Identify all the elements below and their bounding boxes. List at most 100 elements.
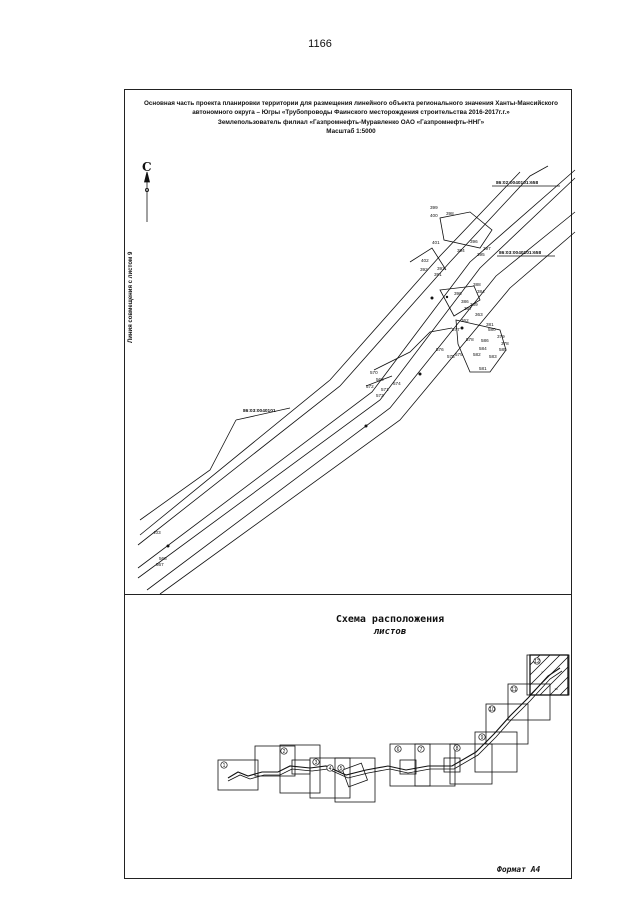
north-arrow-head-icon (143, 171, 151, 183)
point-label: 394 (457, 248, 465, 253)
header-line-1: Основная часть проекта планировки террит… (143, 100, 559, 107)
sheet-frame-7 (414, 743, 456, 787)
point-label: 403 (153, 530, 161, 535)
sheet-frame-3 (279, 744, 321, 794)
cadastral-label-3: 86:03:0040101 (243, 408, 276, 414)
sheet-number-13: 13 (554, 687, 558, 691)
point-label: 567 (156, 562, 164, 567)
corridor-line-3 (146, 211, 576, 591)
point-label: 378 (501, 341, 509, 346)
point-label: 398 (446, 211, 454, 216)
cadastral-label-1: 86:02:0040101:658 (496, 180, 538, 186)
drawing-header: Основная часть проекта планировки террит… (136, 99, 566, 137)
point-label: 583 (489, 354, 497, 359)
sheet-layout-scheme (217, 654, 570, 803)
cadastral-underline-3 (235, 407, 291, 421)
point-label: 401 (432, 240, 440, 245)
point-label: 570 (370, 370, 378, 375)
point-label: 379 (497, 334, 505, 339)
point-label: 363 (475, 312, 483, 317)
allotment-line-b (373, 327, 453, 371)
sheet-number-4: 4 (329, 766, 332, 772)
scheme-title-line-1: Схема расположения (335, 614, 445, 625)
point-label: 387 (464, 306, 472, 311)
sheet-frame-4 (309, 757, 351, 799)
section-divider (124, 594, 572, 595)
point-label: 580 (488, 327, 496, 332)
scheme-title-line-2: листов (373, 627, 407, 637)
sheet-frame-8 (449, 743, 493, 785)
allotment-boundary-west (139, 419, 237, 521)
sheet-number-11: 11 (511, 687, 516, 693)
point-label: 393 (437, 266, 445, 271)
site-polygon-1 (439, 285, 481, 317)
point-label: 402 (421, 258, 429, 263)
point-label: 389 (470, 302, 478, 307)
sheet-number-7: 7 (420, 747, 423, 753)
allotment-north (439, 211, 493, 249)
sheet-number-3: 3 (315, 760, 318, 766)
corridor-line-4 (159, 231, 576, 595)
sheet-number-5: 5 (340, 766, 343, 772)
sheet-frame-2 (254, 745, 296, 777)
point-label: 384 (477, 289, 485, 294)
sheet-number-10: 10 (489, 707, 495, 713)
sheet-number-1: 1 (223, 763, 226, 769)
point-label: 362 (461, 318, 469, 323)
point-label: 581 (479, 366, 487, 371)
corridor-line-5 (137, 165, 549, 546)
sheet-frame-1 (217, 759, 259, 791)
point-label: 585 (499, 347, 507, 352)
point-label: 586 (481, 338, 489, 343)
point-label: 584 (479, 346, 487, 351)
sheet-frame-11 (507, 683, 551, 721)
allotment-line-a (409, 247, 447, 271)
point-label: 574 (393, 381, 401, 386)
sheet-number-8: 8 (456, 746, 459, 752)
point-label: 579 (455, 352, 463, 357)
point-label: 569 (376, 377, 384, 382)
sheet-number-6: 6 (397, 747, 400, 753)
corridor-line-1 (137, 177, 576, 579)
scheme-title: Схема расположения листов (300, 613, 480, 639)
sheet-frame-5 (334, 757, 376, 803)
point-label: 397 (483, 246, 491, 251)
point-label: 576 (436, 347, 444, 352)
site-polygon-2 (455, 319, 507, 373)
sheet-frame-10 (485, 703, 529, 745)
point-label: 572 (366, 384, 374, 389)
sheet-number-9: 9 (481, 735, 484, 741)
point-label: 396 (470, 239, 478, 244)
point-label: 388 (473, 282, 481, 287)
point-label: 390 (454, 291, 462, 296)
point-label: 568 (159, 556, 167, 561)
sheet-frame-6 (389, 743, 431, 787)
point-label: 577 (452, 327, 460, 332)
point-label: 399 (430, 205, 438, 210)
sheet-number-2: 2 (283, 749, 286, 755)
header-line-4: Масштаб 1:5000 (326, 128, 376, 136)
point-label: 575 (447, 354, 455, 359)
header-line-3: Землепользователь филиал «Газпромнефть-М… (217, 118, 485, 126)
header-line-2: автономного округа – Югры «Трубопроводы … (192, 109, 510, 117)
point-label: 400 (430, 213, 438, 218)
point-label: 395 (477, 252, 485, 257)
cadastral-label-2: 86:03:0040101:658 (499, 250, 541, 256)
page-number: 1166 (308, 38, 332, 50)
point-label: 571 (381, 387, 389, 392)
sheet-number-12: 12 (534, 659, 540, 665)
corridor-line-2 (137, 169, 576, 569)
north-arrow-mark-icon (144, 187, 149, 192)
point-label: 582 (473, 352, 481, 357)
corridor-line-6 (139, 171, 521, 536)
drawing-frame (124, 89, 572, 879)
allotment-line-c (365, 375, 393, 387)
point-label: 578 (466, 337, 474, 342)
point-label: 573 (376, 393, 384, 398)
point-label: 391 (434, 272, 442, 277)
point-label: 381 (486, 322, 494, 327)
point-label: 386 (461, 299, 469, 304)
north-label: С (142, 160, 152, 174)
format-label: Формат А4 (497, 865, 541, 874)
